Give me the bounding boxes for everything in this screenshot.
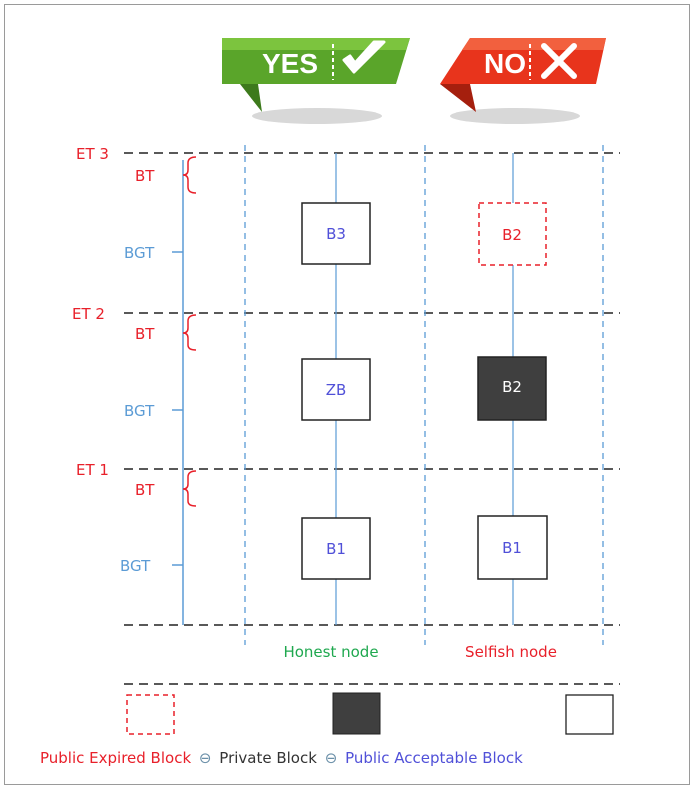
legend-expired-swatch [126, 694, 175, 735]
selfish-block-b2-private [477, 356, 547, 421]
honest-block-b3-label: B3 [326, 225, 346, 243]
legend-sep-1: ⊖ [199, 749, 212, 767]
selfish-block-b2-expired-label: B2 [502, 226, 522, 244]
check-icon [342, 40, 386, 74]
no-badge: NO [440, 38, 606, 124]
et2-label: ET 2 [72, 305, 105, 323]
legend-private-label: Private Block [219, 749, 317, 767]
yes-badge: YES [222, 38, 410, 124]
yes-label: YES [262, 48, 318, 79]
bgt-ticks [172, 251, 183, 566]
legend-private-swatch [332, 692, 381, 735]
bt-braces [182, 156, 197, 507]
bt-label-3: BT [135, 167, 155, 185]
bgt-label-3: BGT [124, 244, 155, 262]
column-separators [244, 145, 604, 645]
legend-expired-label: Public Expired Block [40, 749, 191, 767]
selfish-block-b2-private-label: B2 [502, 378, 522, 396]
legend-sep-2: ⊖ [325, 749, 338, 767]
legend-acceptable-swatch [565, 694, 614, 735]
honest-block-b1-label: B1 [326, 540, 346, 558]
honest-block-b3 [301, 202, 371, 265]
honest-node-label: Honest node [283, 643, 378, 661]
bt-label-2: BT [135, 325, 155, 343]
bt-brace-2 [182, 314, 197, 351]
bgt-label-1: BGT [120, 557, 151, 575]
bt-label-1: BT [135, 481, 155, 499]
et1-label: ET 1 [76, 461, 109, 479]
epoch-lines [124, 152, 620, 685]
bt-brace-3 [182, 156, 197, 194]
legend-acceptable-label: Public Acceptable Block [345, 749, 523, 767]
legend: Public Expired Block ⊖ Private Block ⊖ P… [40, 692, 614, 767]
x-icon [541, 43, 577, 79]
svg-text:Public Expired Block ⊖: Public Expired Block ⊖ Private Block ⊖ P… [40, 749, 523, 767]
selfish-block-b1 [477, 515, 548, 580]
selfish-column: B2 B2 B1 [477, 202, 548, 580]
bgt-label-2: BGT [124, 402, 155, 420]
honest-block-zb-label: ZB [326, 381, 347, 399]
honest-column: B3 ZB B1 [301, 202, 371, 580]
selfish-block-b2-expired [478, 202, 547, 266]
honest-block-b1 [301, 517, 371, 580]
selfish-block-b1-label: B1 [502, 539, 522, 557]
bt-brace-1 [182, 470, 197, 507]
et3-label: ET 3 [76, 145, 109, 163]
selfish-node-label: Selfish node [465, 643, 557, 661]
honest-block-zb [301, 358, 371, 421]
no-label: NO [484, 48, 526, 79]
